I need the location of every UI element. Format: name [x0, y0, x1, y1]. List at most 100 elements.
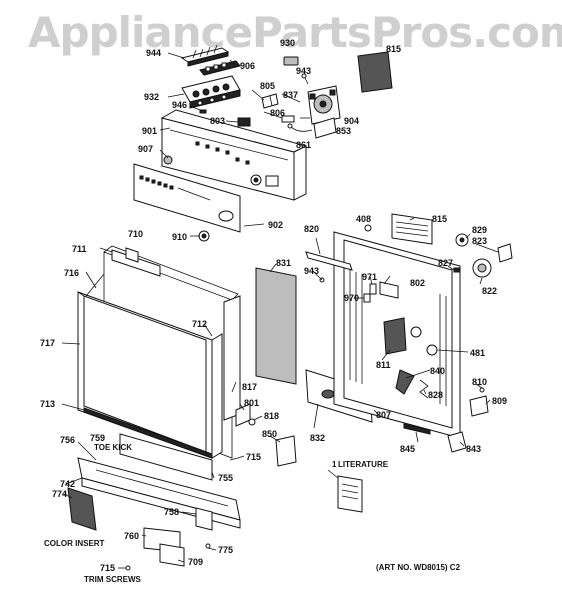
part-904-timer	[307, 85, 341, 125]
part-932-circuit-board	[181, 75, 241, 109]
part-815-vent	[391, 213, 433, 245]
part-742-toe-kick-panel	[77, 457, 241, 529]
part-861-harness-clip	[287, 123, 313, 132]
callout-758: 758	[164, 507, 179, 517]
caption-color-insert: COLOR INSERT	[44, 539, 105, 548]
part-481-rinse-aid-cap	[426, 344, 438, 356]
part-809-strike	[469, 395, 489, 417]
part-758-trim	[195, 507, 213, 531]
part-906-switch-bar	[199, 60, 241, 76]
part-822-dispenser-cap	[472, 258, 492, 278]
callout-806: 806	[270, 108, 285, 118]
part-850-bracket	[275, 435, 297, 467]
callout-837: 837	[283, 90, 298, 100]
callout-481: 481	[470, 348, 485, 358]
part-805-bracket	[261, 93, 279, 109]
part-829-gear	[455, 233, 469, 247]
part-820-vent-rail	[305, 251, 353, 271]
part-943-screw	[301, 73, 309, 85]
part-802-latch-bracket	[379, 281, 399, 299]
part-831-insulation	[255, 267, 297, 385]
part-910-dial-knob	[198, 230, 210, 242]
callout-970: 970	[344, 293, 359, 303]
callout-827: 827	[438, 258, 453, 268]
part-853-bracket	[313, 117, 337, 139]
part-827-clip	[453, 267, 460, 273]
caption-trim-screws: TRIM SCREWS	[84, 575, 142, 584]
callout-775: 775	[218, 545, 233, 555]
callout-943-top: 943	[296, 66, 311, 76]
callout-713: 713	[40, 399, 55, 409]
part-715-screw	[229, 457, 239, 461]
callout-801: 801	[244, 398, 259, 408]
callout-715-bottom: 715	[100, 563, 115, 573]
callout-716: 716	[64, 268, 79, 278]
callout-828: 828	[428, 390, 443, 400]
callout-843: 843	[466, 444, 481, 454]
callout-820: 820	[304, 224, 319, 234]
callout-906: 906	[240, 61, 255, 71]
callout-807: 807	[376, 410, 391, 420]
part-810-screw	[479, 387, 485, 393]
callout-831: 831	[276, 258, 291, 268]
caption-toe-kick: TOE KICK	[94, 443, 132, 452]
part-930-cover	[283, 56, 299, 66]
callout-840: 840	[430, 366, 445, 376]
callout-901: 901	[142, 126, 157, 136]
callout-829: 829	[472, 225, 487, 235]
part-828-spring	[419, 379, 429, 399]
callout-853: 853	[336, 126, 351, 136]
literature-booklet	[337, 475, 363, 513]
part-840-lever	[395, 369, 415, 395]
callout-811: 811	[376, 360, 391, 370]
callout-823: 823	[472, 236, 487, 246]
part-709-mount	[159, 543, 185, 567]
callout-932: 932	[144, 92, 159, 102]
callout-709: 709	[188, 557, 203, 567]
callout-910: 910	[172, 232, 187, 242]
part-811-dispenser	[383, 317, 422, 355]
part-715-trim-screw	[118, 565, 131, 571]
callout-760: 760	[124, 531, 139, 541]
callout-815: 815	[432, 214, 447, 224]
callout-904: 904	[344, 116, 359, 126]
callout-930: 930	[280, 38, 295, 48]
callout-712: 712	[192, 319, 207, 329]
callout-850: 850	[262, 429, 277, 439]
caption-literature: LITERATURE	[338, 460, 389, 469]
callout-labels: 944 906 815 930 943 932 805 837 946 806 …	[40, 38, 507, 573]
callout-830: 815	[386, 44, 401, 54]
part-971-latch	[369, 283, 377, 295]
callout-711: 711	[72, 244, 87, 254]
part-775-screw	[205, 543, 211, 549]
callout-902: 902	[268, 220, 283, 230]
callout-742: 742	[60, 479, 75, 489]
callout-717: 717	[40, 338, 55, 348]
callout-803: 803	[210, 116, 225, 126]
part-946-clip	[199, 109, 207, 114]
part-713-bottom-strip	[83, 407, 213, 459]
callout-408: 408	[356, 214, 371, 224]
callout-756: 756	[60, 435, 75, 445]
caption-literature-num: 1	[332, 460, 337, 469]
leader-lines	[61, 52, 499, 563]
captions: TOE KICK 1 LITERATURE COLOR INSERT TRIM …	[44, 443, 461, 584]
callout-809: 809	[492, 396, 507, 406]
part-823-actuator	[497, 243, 513, 263]
callout-943-mid: 943	[304, 266, 319, 276]
callout-759: 759	[90, 433, 105, 443]
callout-861: 861	[296, 140, 311, 150]
part-907-knob	[163, 155, 173, 165]
part-902-control-overlay	[133, 163, 241, 233]
callout-818: 818	[264, 411, 279, 421]
callout-710: 710	[128, 229, 143, 239]
callout-774: 774	[52, 489, 67, 499]
part-717-door-panel	[77, 291, 213, 459]
part-774-color-insert	[67, 487, 97, 531]
callout-817: 817	[242, 382, 257, 392]
part-815-plate	[357, 51, 393, 93]
callout-802: 802	[410, 278, 425, 288]
callout-832: 832	[310, 433, 325, 443]
